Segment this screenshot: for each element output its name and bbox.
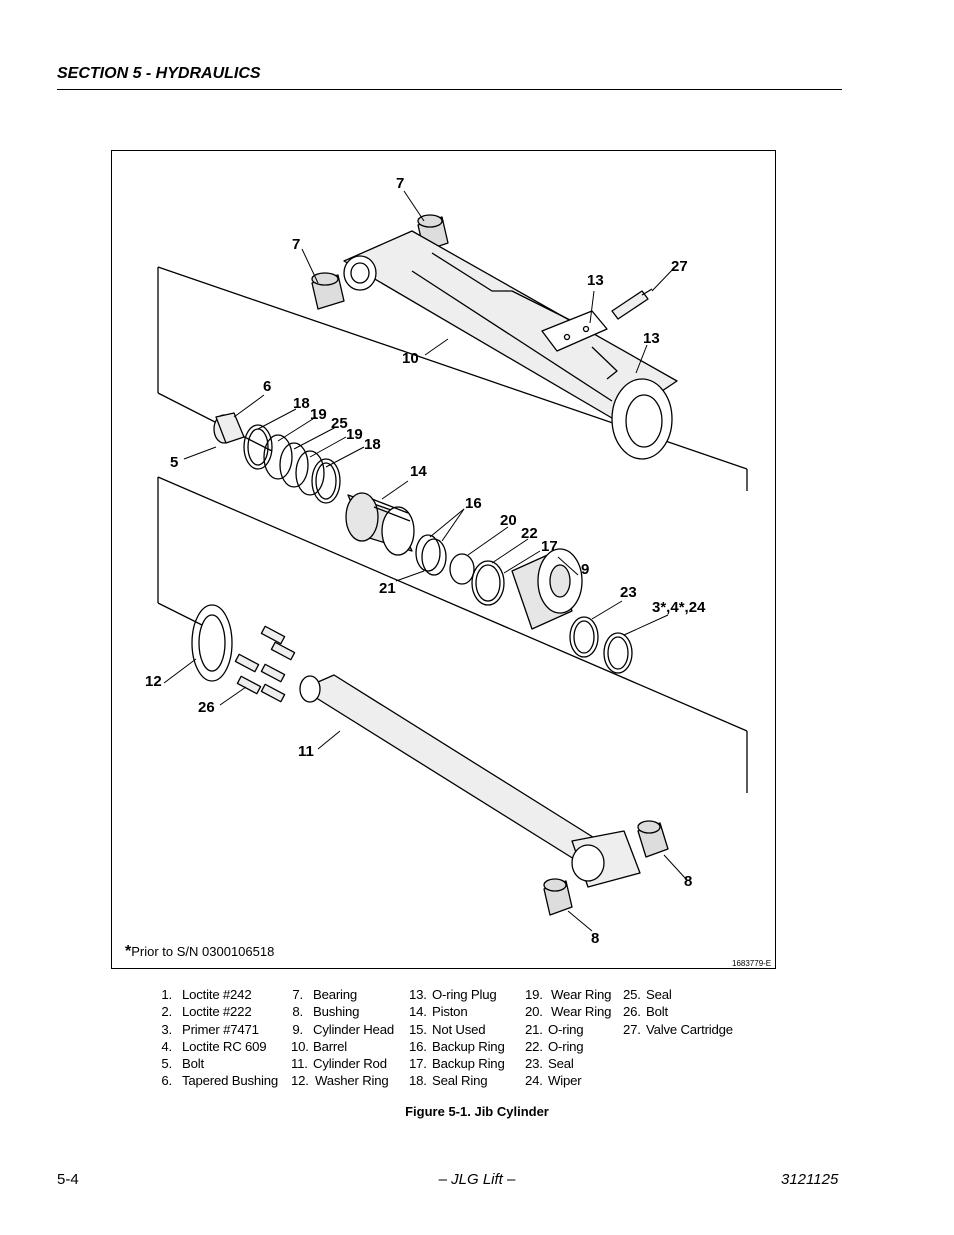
callout-3-4-24: 3*,4*,24	[652, 599, 706, 616]
legend-item: 2.Loctite #222	[161, 1004, 252, 1020]
figure-caption: Figure 5-1. Jib Cylinder	[405, 1104, 549, 1119]
valve-cartridge	[611, 288, 653, 320]
legend-item: 8.Bushing	[292, 1004, 360, 1020]
legend-item: 12.Washer Ring	[291, 1073, 389, 1089]
callout-19-a: 19	[310, 406, 327, 423]
piston	[345, 492, 415, 556]
note-asterisk: *	[125, 943, 132, 960]
legend-item: 10.Barrel	[291, 1038, 347, 1054]
legend-item: 14.Piston	[409, 1004, 468, 1020]
note-text: Prior to S/N 0300106518	[131, 944, 275, 959]
section-title: SECTION 5 - HYDRAULICS	[57, 65, 261, 82]
callout-23: 23	[620, 584, 637, 601]
callout-14: 14	[410, 463, 427, 480]
legend-item: 24.Wiper	[525, 1073, 582, 1089]
legend-item: 11.Cylinder Rod	[291, 1056, 387, 1072]
serial-number-note: *Prior to S/N 0300106518	[125, 943, 274, 961]
callout-27: 27	[671, 258, 688, 275]
barrel	[343, 230, 678, 460]
legend-column-3: 13.O-ring Plug 14.Piston 15.Not Used 16.…	[409, 986, 505, 1090]
bushing-right	[637, 820, 669, 858]
cylinder-rod	[299, 674, 641, 888]
footer-brand: – JLG Lift –	[438, 1171, 516, 1188]
bolts	[234, 625, 296, 703]
legend-item: 13.O-ring Plug	[409, 987, 497, 1002]
callout-8-bottom: 8	[591, 930, 600, 947]
legend-item: 4.Loctite RC 609	[161, 1038, 267, 1054]
callout-17: 17	[541, 538, 558, 555]
legend-item: 19.Wear Ring	[525, 987, 612, 1002]
legend-item: 27.Valve Cartridge	[623, 1021, 733, 1037]
legend-item: 5.Bolt	[161, 1056, 204, 1072]
drawing-id: 1683779-E	[732, 959, 772, 968]
callout-6: 6	[263, 378, 272, 395]
page-number: 5-4	[57, 1171, 79, 1188]
callout-18-b: 18	[364, 436, 381, 453]
bushing-bottom	[543, 878, 573, 916]
callout-13-top: 13	[587, 272, 604, 289]
exploded-view-figure: 7 7 27 13 13 10 6 18 19 25 19 18 5 14 16…	[111, 150, 776, 969]
washer-ring	[191, 604, 233, 682]
callout-7-top: 7	[396, 175, 405, 192]
legend-item: 1.Loctite #242	[161, 987, 252, 1002]
legend-item: 16.Backup Ring	[409, 1038, 505, 1054]
seal-wiper	[569, 616, 633, 674]
legend-item: 6.Tapered Bushing	[161, 1073, 278, 1089]
tapered-bushing	[213, 412, 245, 444]
callout-13-bottom: 13	[643, 330, 660, 347]
callout-5: 5	[170, 454, 179, 471]
callout-22: 22	[521, 525, 538, 542]
legend-item: 23.Seal	[525, 1056, 574, 1072]
legend-column-2: 7.Bearing 8.Bushing 9.Cylinder Head 10.B…	[291, 986, 394, 1090]
legend-item: 7.Bearing	[292, 987, 358, 1002]
callout-21: 21	[379, 580, 396, 597]
cylinder-head	[511, 548, 583, 630]
legend-item: 22.O-ring	[525, 1038, 584, 1054]
legend-item: 15.Not Used	[409, 1021, 486, 1037]
legend-item: 9.Cylinder Head	[292, 1021, 394, 1037]
jib-cylinder-drawing	[157, 190, 748, 932]
header-rule	[57, 89, 842, 90]
legend-item: 26.Bolt	[623, 1004, 668, 1020]
legend-item: 17.Backup Ring	[409, 1056, 505, 1072]
legend-column-1: 1.Loctite #242 2.Loctite #222 3.Primer #…	[160, 986, 278, 1090]
leader-lines	[163, 190, 687, 932]
callout-26: 26	[198, 699, 215, 716]
callout-12: 12	[145, 673, 162, 690]
callout-16: 16	[465, 495, 482, 512]
callout-18-a: 18	[293, 395, 310, 412]
legend-item: 25.Seal	[623, 987, 672, 1002]
callout-11: 11	[298, 743, 314, 760]
bearing-left	[311, 272, 345, 310]
callout-19-b: 19	[346, 426, 363, 443]
callout-9: 9	[581, 561, 590, 578]
backup-rings	[415, 534, 505, 606]
legend-item: 18.Seal Ring	[409, 1073, 488, 1089]
seal-rings	[243, 424, 341, 504]
callout-7-left: 7	[292, 236, 301, 253]
legend-item: 21.O-ring	[525, 1021, 584, 1037]
legend-item: 3.Primer #7471	[161, 1021, 259, 1037]
callout-10: 10	[402, 350, 419, 367]
legend-column-4: 19.Wear Ring 20.Wear Ring 21.O-ring 22.O…	[525, 986, 611, 1090]
legend-item: 20.Wear Ring	[525, 1004, 612, 1020]
legend-column-5: 25.Seal 26.Bolt 27.Valve Cartridge	[623, 986, 733, 1038]
document-number: 3121125	[781, 1171, 839, 1188]
callout-8-right: 8	[684, 873, 693, 890]
callout-25: 25	[331, 415, 348, 432]
callout-20: 20	[500, 512, 517, 529]
